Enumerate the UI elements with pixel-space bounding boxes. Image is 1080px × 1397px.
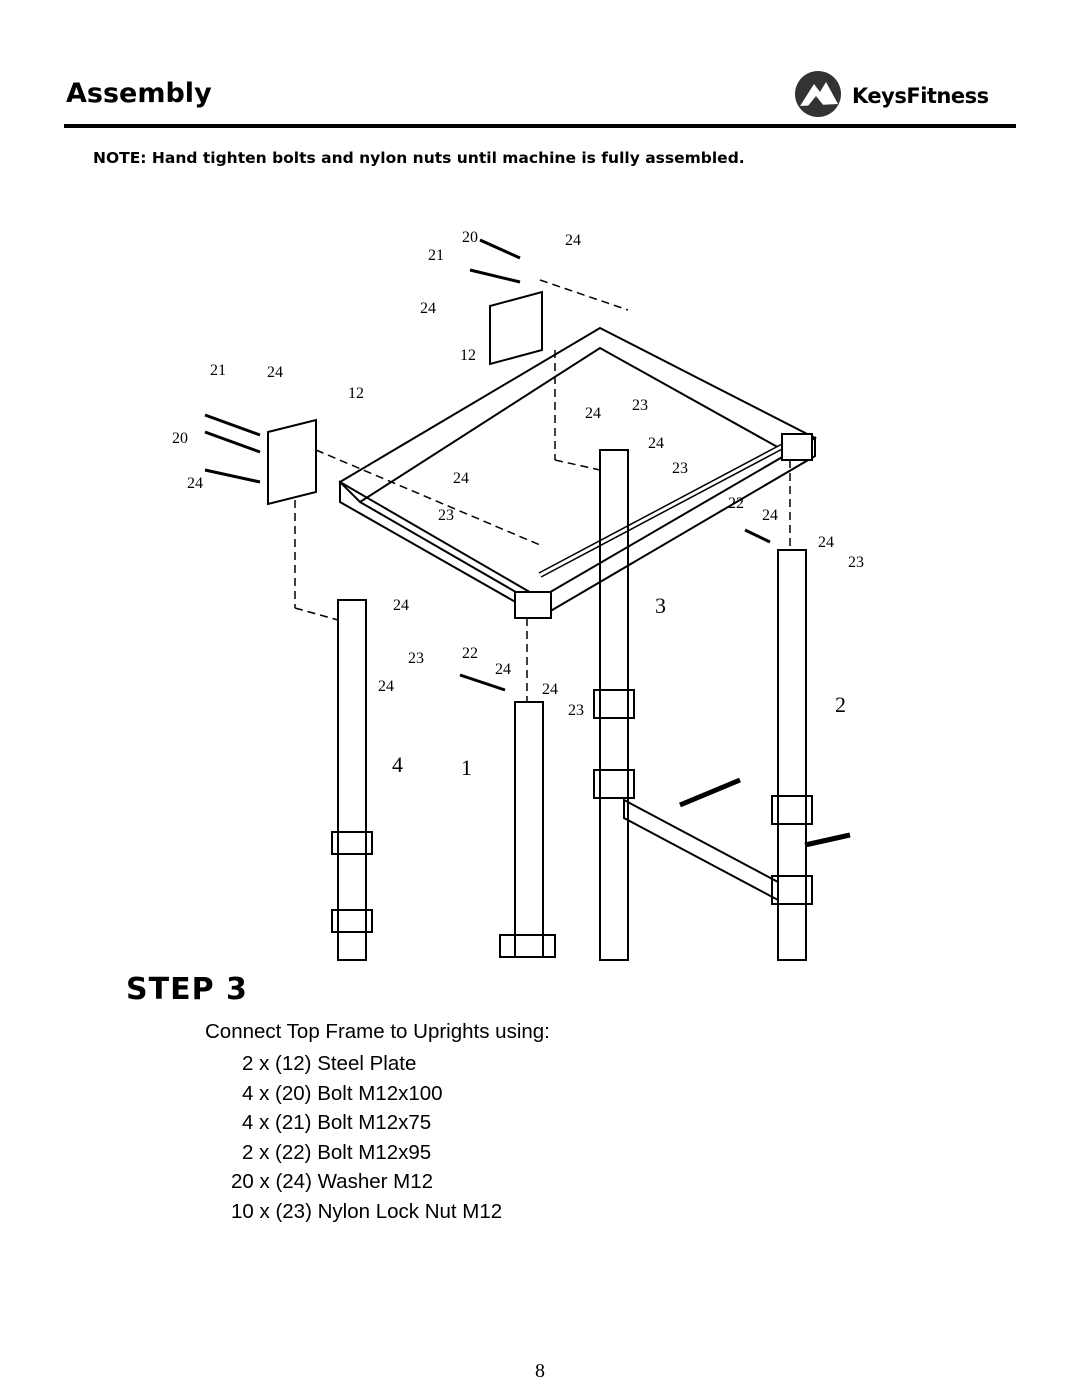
callout-label: 4 xyxy=(392,752,403,777)
parts-list: 2 x (12) Steel Plate 4 x (20) Bolt M12x1… xyxy=(231,1052,502,1229)
brand-bold: Keys xyxy=(852,84,907,108)
callout-label: 24 xyxy=(393,597,409,614)
header-rule xyxy=(64,124,1016,128)
callout-label: 21 xyxy=(428,247,444,264)
frame-drawing xyxy=(267,290,851,961)
callout-label: 12 xyxy=(460,347,476,364)
callout-label: 23 xyxy=(848,554,864,571)
parts-list-item: 4 x (21) Bolt M12x75 xyxy=(242,1111,432,1134)
parts-list-item: 4 x (20) Bolt M12x100 xyxy=(242,1081,443,1105)
brand-wordmark: KeysFitness xyxy=(852,84,989,108)
top-frame-rails xyxy=(338,326,818,504)
callout-label: 22 xyxy=(462,645,478,662)
callout-label: 12 xyxy=(348,385,364,402)
callout-label: 24 xyxy=(420,300,436,317)
callout-label: 24 xyxy=(565,232,581,249)
assembly-note: NOTE: Hand tighten bolts and nylon nuts … xyxy=(93,149,745,167)
keys-fitness-logo-icon xyxy=(795,71,841,117)
callout-labels: 20 24 21 24 12 21 24 12 20 24 24 23 24 2… xyxy=(172,229,864,780)
page-number: 8 xyxy=(535,1360,545,1382)
page-title: Assembly xyxy=(66,78,212,109)
callout-label: 24 xyxy=(762,507,778,524)
callout-label: 1 xyxy=(461,755,472,780)
callout-label: 24 xyxy=(818,534,834,551)
brand-rest: Fitness xyxy=(906,84,989,108)
callout-label: 23 xyxy=(438,507,454,524)
callout-label: 23 xyxy=(568,702,584,719)
callout-label: 23 xyxy=(632,397,648,414)
callout-label: 20 xyxy=(462,229,478,246)
callout-label: 24 xyxy=(648,435,664,452)
callout-label: 3 xyxy=(655,593,666,618)
guide-lines xyxy=(294,279,791,702)
callout-label: 24 xyxy=(378,678,394,695)
callout-label: 2 xyxy=(835,692,846,717)
parts-list-item: 2 x (12) Steel Plate xyxy=(242,1052,417,1075)
step-label: STEP 3 xyxy=(126,972,248,1007)
callout-label: 24 xyxy=(542,681,558,698)
callout-label: 24 xyxy=(187,475,203,492)
parts-list-item: 2 x (22) Bolt M12x95 xyxy=(242,1140,432,1164)
step-intro: Connect Top Frame to Uprights using: xyxy=(205,1020,550,1043)
callout-label: 24 xyxy=(495,661,511,678)
callout-label: 24 xyxy=(267,364,283,381)
callout-label: 21 xyxy=(210,362,226,379)
callout-label: 23 xyxy=(672,460,688,477)
callout-label: 20 xyxy=(172,430,188,447)
parts-list-item: 10 x (23) Nylon Lock Nut M12 xyxy=(231,1199,503,1223)
callout-label: 22 xyxy=(728,495,744,512)
bolt-marks xyxy=(204,238,771,692)
callout-label: 23 xyxy=(408,650,424,667)
parts-list-item: 20 x (24) Washer M12 xyxy=(231,1170,434,1193)
callout-label: 24 xyxy=(453,470,469,487)
callout-label: 24 xyxy=(585,405,601,422)
assembly-diagram: 20 24 21 24 12 21 24 12 20 24 24 23 24 2… xyxy=(172,229,864,961)
